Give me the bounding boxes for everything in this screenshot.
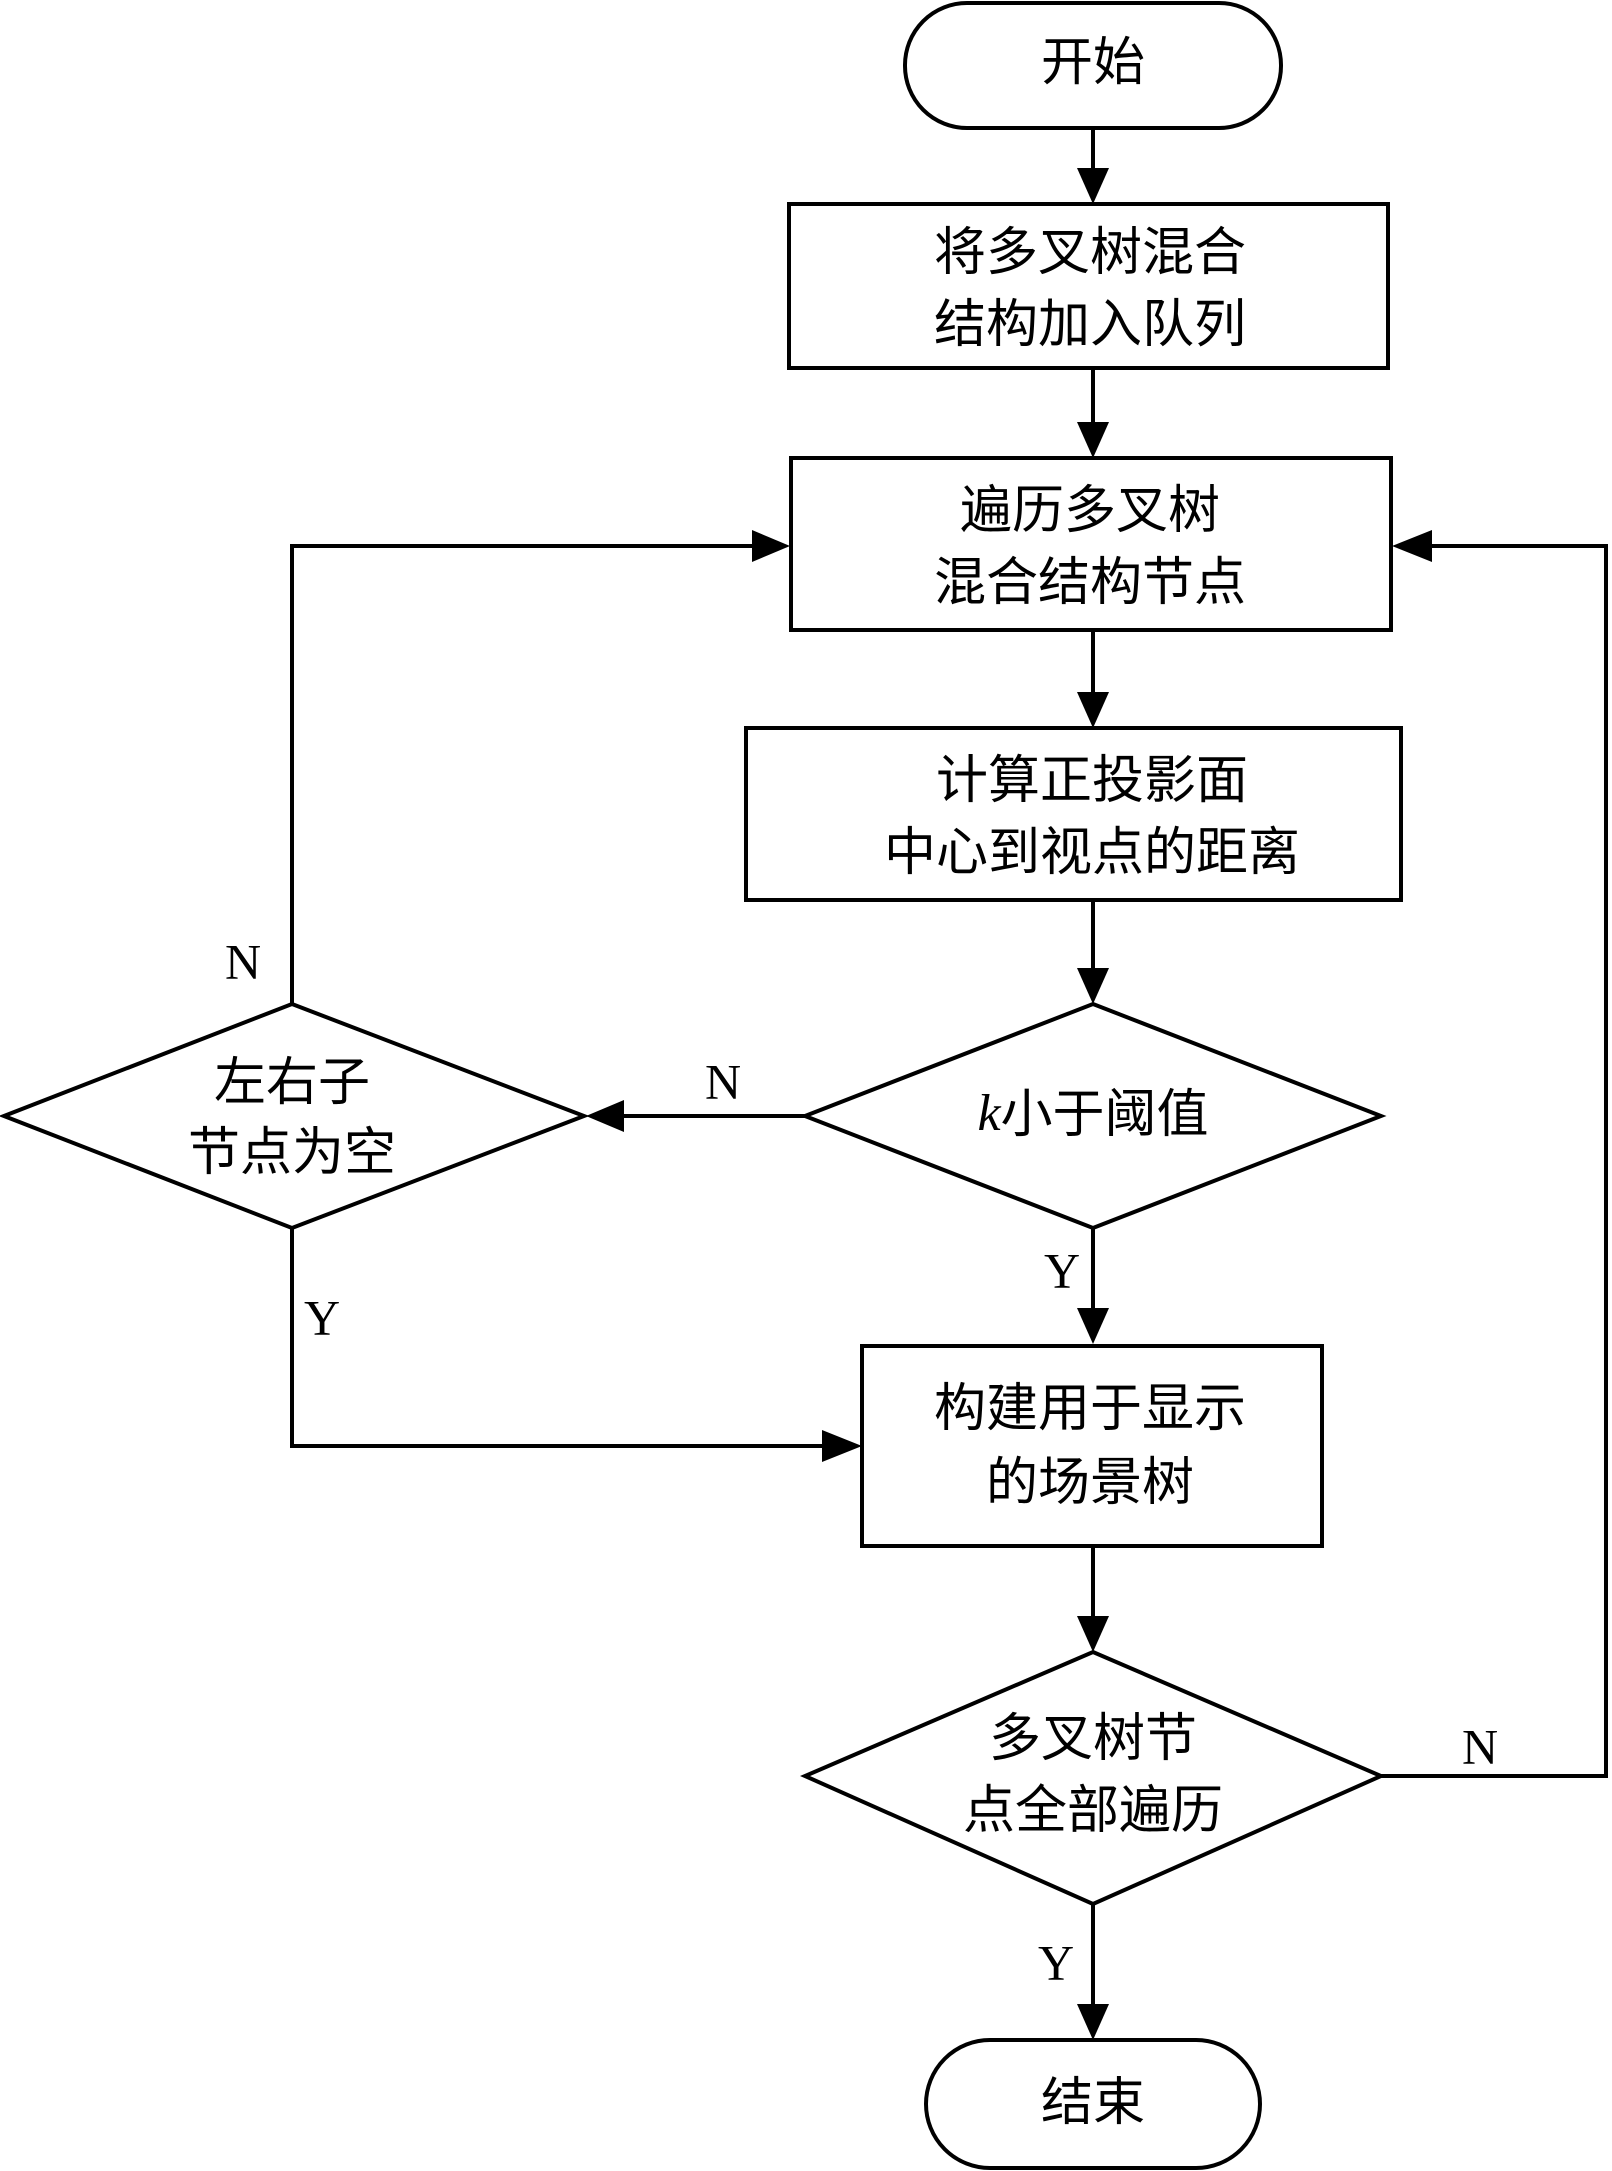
edge-children-empty-no-to-traverse <box>290 530 790 1004</box>
edge-all-done-no-to-traverse <box>1381 530 1608 1778</box>
node-all-done-line-1: 多叉树节 <box>989 1709 1197 1769</box>
label-all-done-yes: Y <box>1038 1934 1074 1990</box>
node-compute-line-2: 中心到视点的距离 <box>884 823 1300 883</box>
edge-k-check-yes-to-build <box>1077 1228 1109 1344</box>
edge-start-to-enqueue <box>1077 128 1109 204</box>
node-compute: 计算正投影面 中心到视点的距离 <box>744 726 1403 902</box>
node-enqueue: 将多叉树混合 结构加入队列 <box>787 202 1390 370</box>
node-all-done: 多叉树节 点全部遍历 <box>800 1649 1386 1907</box>
label-all-done-no: N <box>1462 1718 1498 1774</box>
edge-enqueue-to-traverse <box>1077 368 1109 458</box>
node-children-empty-line-2: 节点为空 <box>188 1123 396 1183</box>
node-end: 结束 <box>924 2038 1262 2170</box>
node-build-line-2: 的场景树 <box>986 1453 1194 1513</box>
node-build: 构建用于显示 的场景树 <box>860 1344 1324 1548</box>
edge-traverse-to-compute <box>1077 630 1109 728</box>
node-compute-line-1: 计算正投影面 <box>936 751 1248 811</box>
label-children-empty-no: N <box>225 933 261 989</box>
edge-all-done-yes-to-end <box>1077 1904 1109 2040</box>
node-traverse-line-1: 遍历多叉树 <box>960 481 1220 541</box>
node-children-empty: 左右子 节点为空 <box>0 1001 590 1231</box>
label-k-check-yes: Y <box>1044 1242 1080 1298</box>
node-start-label: 开始 <box>1041 33 1145 93</box>
label-k-check-no: N <box>705 1053 741 1109</box>
node-enqueue-line-1: 将多叉树混合 <box>934 223 1246 283</box>
node-traverse: 遍历多叉树 混合结构节点 <box>789 456 1393 632</box>
edge-build-to-all-done <box>1077 1546 1109 1652</box>
edge-compute-to-k-check <box>1077 900 1109 1004</box>
node-build-line-1: 构建用于显示 <box>934 1379 1246 1439</box>
node-end-label: 结束 <box>1041 2073 1145 2133</box>
label-children-empty-yes: Y <box>304 1289 340 1345</box>
edge-k-check-no-to-children-empty <box>586 1100 805 1132</box>
edge-children-empty-yes-to-build <box>290 1228 862 1462</box>
node-all-done-line-2: 点全部遍历 <box>963 1781 1223 1841</box>
node-k-check-variable: k <box>977 1085 1001 1142</box>
node-k-check: k小于阈值 <box>799 1001 1387 1231</box>
node-children-empty-line-1: 左右子 <box>214 1053 370 1113</box>
node-k-check-text: 小于阈值 <box>1001 1085 1209 1145</box>
node-start: 开始 <box>903 1 1283 130</box>
node-k-check-label: k小于阈值 <box>977 1085 1208 1145</box>
node-enqueue-line-2: 结构加入队列 <box>934 295 1246 355</box>
node-traverse-line-2: 混合结构节点 <box>934 553 1246 613</box>
